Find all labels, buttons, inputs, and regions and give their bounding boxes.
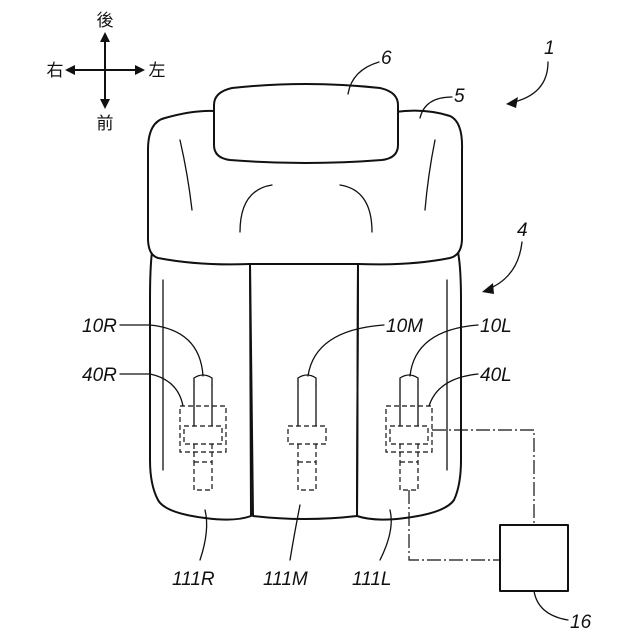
label-section-middle: 111M	[263, 569, 308, 590]
arrow-down-icon	[100, 99, 110, 109]
direction-rear-label: 後	[97, 11, 114, 31]
headrest	[214, 84, 398, 163]
label-unit-left: 40L	[480, 365, 512, 386]
sensor-middle	[288, 375, 326, 490]
reference-arrow-4	[482, 242, 522, 294]
controller-unit	[409, 430, 568, 591]
cushion-section-right	[150, 252, 251, 520]
label-unit-right: 40R	[82, 365, 117, 386]
direction-compass: 後 前 右 左	[47, 11, 166, 134]
arrow-right-icon	[135, 65, 145, 75]
direction-front-label: 前	[97, 114, 114, 134]
arrow-up-icon	[100, 32, 110, 42]
cushion-section-middle	[250, 264, 358, 519]
sensor-left	[386, 375, 432, 490]
label-sensor-middle: 10M	[386, 316, 423, 337]
label-sensor-left: 10L	[480, 316, 512, 337]
seat-cushion	[150, 252, 461, 520]
label-sensor-right: 10R	[82, 316, 117, 337]
direction-right-label: 右	[47, 61, 64, 81]
sensor-right	[180, 375, 226, 490]
label-seat-cushion: 4	[517, 220, 528, 241]
label-seat-device: 1	[544, 38, 555, 59]
label-section-right: 111R	[172, 569, 215, 590]
label-headrest: 6	[381, 48, 392, 69]
label-seat-back: 5	[454, 86, 465, 107]
label-controller: 16	[570, 612, 592, 633]
cushion-section-left	[357, 252, 461, 520]
label-section-left: 111L	[352, 569, 391, 590]
direction-left-label: 左	[149, 61, 166, 81]
arrow-left-icon	[65, 65, 75, 75]
reference-arrow-1	[506, 62, 548, 108]
